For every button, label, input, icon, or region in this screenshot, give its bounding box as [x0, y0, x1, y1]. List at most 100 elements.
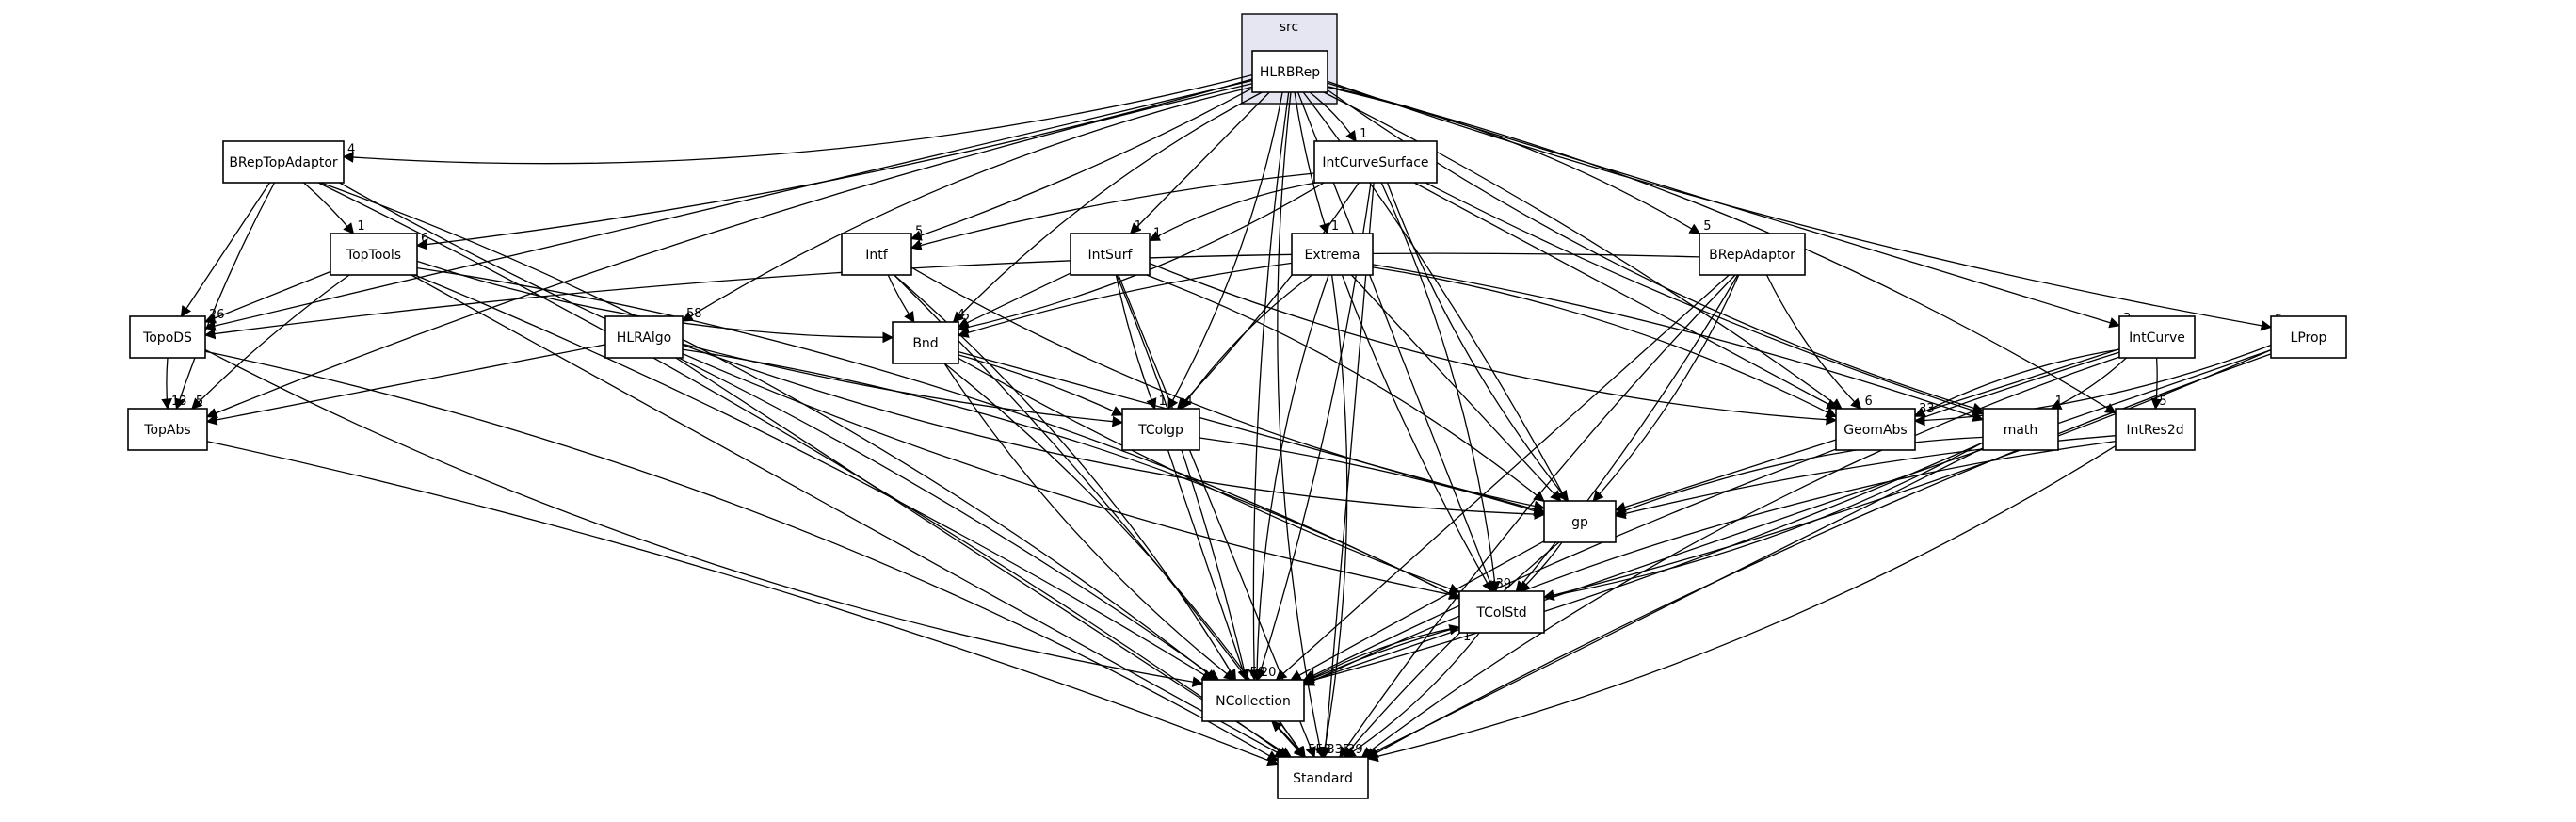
- edge-hlrb-rep-to-math[interactable]: [1327, 89, 1985, 413]
- edge-top-abs-to-standard[interactable]: [206, 441, 1280, 766]
- edge-int-curve-surface-to-t-col-std[interactable]: [1380, 182, 1501, 593]
- node-geom-abs[interactable]: GeomAbs: [1835, 408, 1916, 451]
- edge-int-curve-to-standard[interactable]: [1360, 356, 2120, 758]
- node-b-rep-adaptor[interactable]: BRepAdaptor: [1699, 233, 1806, 276]
- edge-int-curve-surface-to-int-surf[interactable]: 1: [1148, 182, 1316, 241]
- edge-t-col-std-to-n-collection[interactable]: 4: [1302, 626, 1460, 684]
- node-top-abs[interactable]: TopAbs: [127, 408, 208, 451]
- edge-b-rep-adaptor-to-geom-abs[interactable]: 6: [1765, 274, 1873, 410]
- edge-extrema-to-t-colgp[interactable]: 4: [1180, 274, 1312, 410]
- node-l-prop[interactable]: LProp: [2270, 315, 2347, 359]
- edge-intf-to-bnd[interactable]: [887, 274, 915, 323]
- edge-l-prop-to-standard[interactable]: [1366, 353, 2272, 759]
- edge-hlrb-rep-to-l-prop[interactable]: 5: [1327, 80, 2282, 331]
- node-t-col-std[interactable]: TColStd: [1458, 590, 1545, 634]
- edge-hlr-algo-to-n-collection[interactable]: [678, 357, 1220, 681]
- edge-b-rep-top-adaptor-to-topo-ds[interactable]: [180, 182, 271, 317]
- edge-bnd-to-t-col-std[interactable]: [958, 357, 1461, 594]
- edge-t-col-std-to-standard[interactable]: [1344, 632, 1480, 758]
- edge-hlrb-rep-to-extrema[interactable]: 1: [1294, 91, 1339, 235]
- edge-math-to-gp[interactable]: [1614, 436, 1984, 516]
- edge-b-rep-top-adaptor-to-t-col-std[interactable]: [339, 182, 1461, 601]
- node-int-res2d[interactable]: IntRes2d: [2115, 408, 2196, 451]
- edge-top-tools-to-standard[interactable]: [411, 274, 1287, 758]
- edge-b-rep-adaptor-to-gp[interactable]: [1592, 274, 1740, 502]
- edge-hlrb-rep-to-b-rep-top-adaptor[interactable]: 4: [342, 73, 1253, 165]
- edge-topo-ds-to-top-abs[interactable]: 13: [161, 357, 187, 411]
- edge-b-rep-top-adaptor-to-top-abs[interactable]: [174, 182, 276, 411]
- edge-b-rep-top-adaptor-to-top-tools[interactable]: 1: [303, 182, 365, 234]
- edge-math-to-t-col-std[interactable]: [1542, 442, 1984, 602]
- edge-int-res2d-to-standard[interactable]: [1366, 445, 2117, 763]
- edge-b-rep-top-adaptor-to-n-collection[interactable]: [320, 182, 1217, 681]
- edge-extrema-to-math[interactable]: [1372, 264, 1985, 422]
- edge-int-curve-surface-to-math[interactable]: [1425, 182, 1985, 416]
- node-intf[interactable]: Intf: [841, 233, 912, 276]
- edge-extrema-to-t-col-std[interactable]: 39: [1341, 274, 1511, 593]
- edge-extrema-to-n-collection[interactable]: 20: [1251, 274, 1329, 682]
- edge-extrema-to-standard[interactable]: 335: [1319, 274, 1350, 759]
- node-t-colgp[interactable]: TColgp: [1121, 408, 1200, 451]
- edge-int-curve-to-n-collection[interactable]: [1302, 351, 2120, 681]
- edge-int-curve-to-geom-abs[interactable]: 33: [1913, 348, 2120, 417]
- edge-standard-to-n-collection[interactable]: [1271, 720, 1305, 758]
- edge-b-rep-adaptor-to-n-collection[interactable]: [1275, 274, 1730, 681]
- edge-int-surf-to-gp[interactable]: [1146, 274, 1545, 503]
- node-gp[interactable]: gp: [1543, 500, 1617, 543]
- edge-b-rep-adaptor-to-standard[interactable]: [1339, 274, 1736, 758]
- edge-math-to-standard[interactable]: [1363, 447, 1984, 758]
- edge-int-curve-surface-to-intf[interactable]: 2: [910, 172, 1315, 251]
- node-int-curve[interactable]: IntCurve: [2118, 315, 2196, 359]
- edge-t-colgp-to-gp[interactable]: [1199, 437, 1546, 517]
- edge-top-tools-to-topo-ds[interactable]: 26: [203, 270, 331, 324]
- edge-hlrb-rep-to-t-colgp[interactable]: [1167, 91, 1283, 411]
- edge-l-prop-to-geom-abs[interactable]: [1913, 344, 2272, 427]
- edge-hlrb-rep-to-n-collection[interactable]: [1248, 91, 1290, 682]
- edge-t-colgp-to-n-collection[interactable]: 58: [1167, 449, 1266, 682]
- node-hlrb-rep[interactable]: HLRBRep: [1251, 50, 1328, 93]
- node-top-tools[interactable]: TopTools: [330, 233, 418, 276]
- edge-int-surf-to-geom-abs[interactable]: [1149, 262, 1838, 426]
- edge-n-collection-to-t-col-std[interactable]: 1: [1303, 624, 1471, 684]
- edge-b-rep-adaptor-to-topo-ds[interactable]: [203, 252, 1700, 340]
- edge-hlrb-rep-to-hlr-algo[interactable]: 58: [682, 86, 1253, 322]
- edge-int-surf-to-bnd[interactable]: 2: [957, 272, 1071, 328]
- edge-top-tools-to-top-abs[interactable]: 5: [191, 274, 350, 410]
- edge-hlrb-rep-to-standard[interactable]: [1277, 91, 1326, 759]
- edge-b-rep-top-adaptor-to-standard[interactable]: [317, 182, 1289, 758]
- edge-gp-to-t-col-std[interactable]: [1519, 541, 1563, 592]
- edge-int-curve-to-int-res2d[interactable]: 5: [2150, 357, 2167, 411]
- edge-int-surf-to-n-collection[interactable]: [1116, 274, 1250, 682]
- edge-topo-ds-to-n-collection[interactable]: [204, 348, 1204, 687]
- edge-hlr-algo-to-gp[interactable]: [682, 344, 1546, 520]
- edge-extrema-to-geom-abs[interactable]: [1372, 266, 1838, 418]
- edge-hlrb-rep-to-int-curve-surface[interactable]: 1: [1309, 91, 1367, 142]
- node-extrema[interactable]: Extrema: [1291, 233, 1374, 276]
- node-standard[interactable]: Standard: [1277, 756, 1369, 799]
- edge-top-tools-to-n-collection[interactable]: [414, 274, 1214, 681]
- edge-hlr-algo-to-top-abs[interactable]: [205, 344, 606, 426]
- edge-bnd-to-t-colgp[interactable]: [958, 354, 1124, 416]
- node-n-collection[interactable]: NCollection: [1201, 679, 1305, 722]
- node-b-rep-top-adaptor[interactable]: BRepTopAdaptor: [222, 140, 345, 184]
- edge-hlrb-rep-to-bnd[interactable]: 4: [952, 91, 1263, 323]
- edge-topo-ds-to-standard[interactable]: [204, 350, 1280, 762]
- node-int-surf[interactable]: IntSurf: [1070, 233, 1151, 276]
- node-int-curve-surface[interactable]: IntCurveSurface: [1313, 140, 1438, 184]
- edge-extrema-to-gp[interactable]: [1350, 274, 1562, 502]
- edge-bnd-to-gp[interactable]: [958, 350, 1546, 515]
- edge-l-prop-to-n-collection[interactable]: [1302, 349, 2272, 685]
- edge-int-curve-surface-to-gp[interactable]: [1386, 182, 1570, 502]
- edge-hlrb-rep-to-geom-abs[interactable]: [1323, 91, 1843, 410]
- edge-b-rep-adaptor-to-t-col-std[interactable]: [1515, 274, 1739, 592]
- edge-hlrb-rep-to-int-res2d[interactable]: [1327, 86, 2117, 414]
- node-bnd[interactable]: Bnd: [892, 321, 959, 364]
- edge-int-res2d-to-n-collection[interactable]: [1302, 440, 2117, 686]
- node-hlr-algo[interactable]: HLRAlgo: [604, 315, 684, 359]
- edge-hlrb-rep-to-int-surf[interactable]: 1: [1129, 91, 1270, 234]
- edge-hlrb-rep-to-intf[interactable]: 5: [910, 88, 1253, 241]
- edge-hlrb-rep-to-top-abs[interactable]: [205, 83, 1253, 419]
- edge-bnd-to-n-collection[interactable]: [943, 363, 1235, 681]
- edge-hlr-algo-to-t-col-std[interactable]: [682, 348, 1461, 600]
- edge-int-curve-to-math[interactable]: 1: [2050, 357, 2127, 410]
